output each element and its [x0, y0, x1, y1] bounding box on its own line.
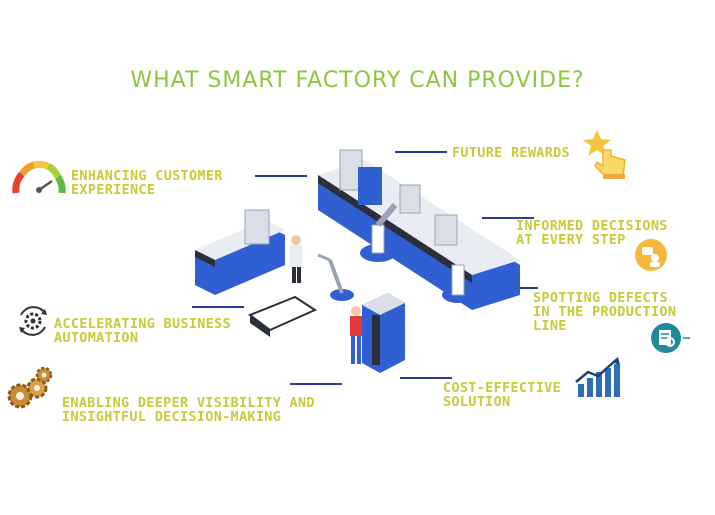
conveyor-line-left: [195, 209, 285, 295]
connector-informed: [482, 217, 534, 219]
gear-cycle-icon: [19, 306, 47, 336]
gears-icon: [7, 366, 53, 409]
connector-defects: [508, 287, 538, 289]
operator: [350, 306, 362, 364]
connector-automation: [192, 306, 244, 308]
connector-customer: [255, 175, 307, 177]
magnifier-report-icon: [651, 323, 690, 353]
robot-arm-3: [442, 264, 474, 303]
page-title: WHAT SMART FACTORY CAN PROVIDE?: [130, 68, 585, 93]
factory-illustration: [195, 149, 520, 373]
gauge-icon: [12, 160, 66, 194]
connector-cost: [400, 377, 452, 379]
decision-badge-icon: [635, 239, 667, 271]
conveyor-line-top: [318, 149, 520, 310]
mobile-cart: [247, 295, 318, 337]
growth-chart-icon: [575, 357, 620, 397]
robot-arm-1: [360, 203, 398, 262]
star-hand-icon: [583, 130, 626, 179]
robot-arm-2: [317, 253, 354, 301]
worker-left: [290, 235, 302, 283]
connector-future: [395, 151, 447, 153]
label-future-rewards: FUTURE REWARDS: [452, 145, 570, 161]
control-panel: [362, 293, 405, 373]
connector-visibility: [290, 383, 342, 385]
